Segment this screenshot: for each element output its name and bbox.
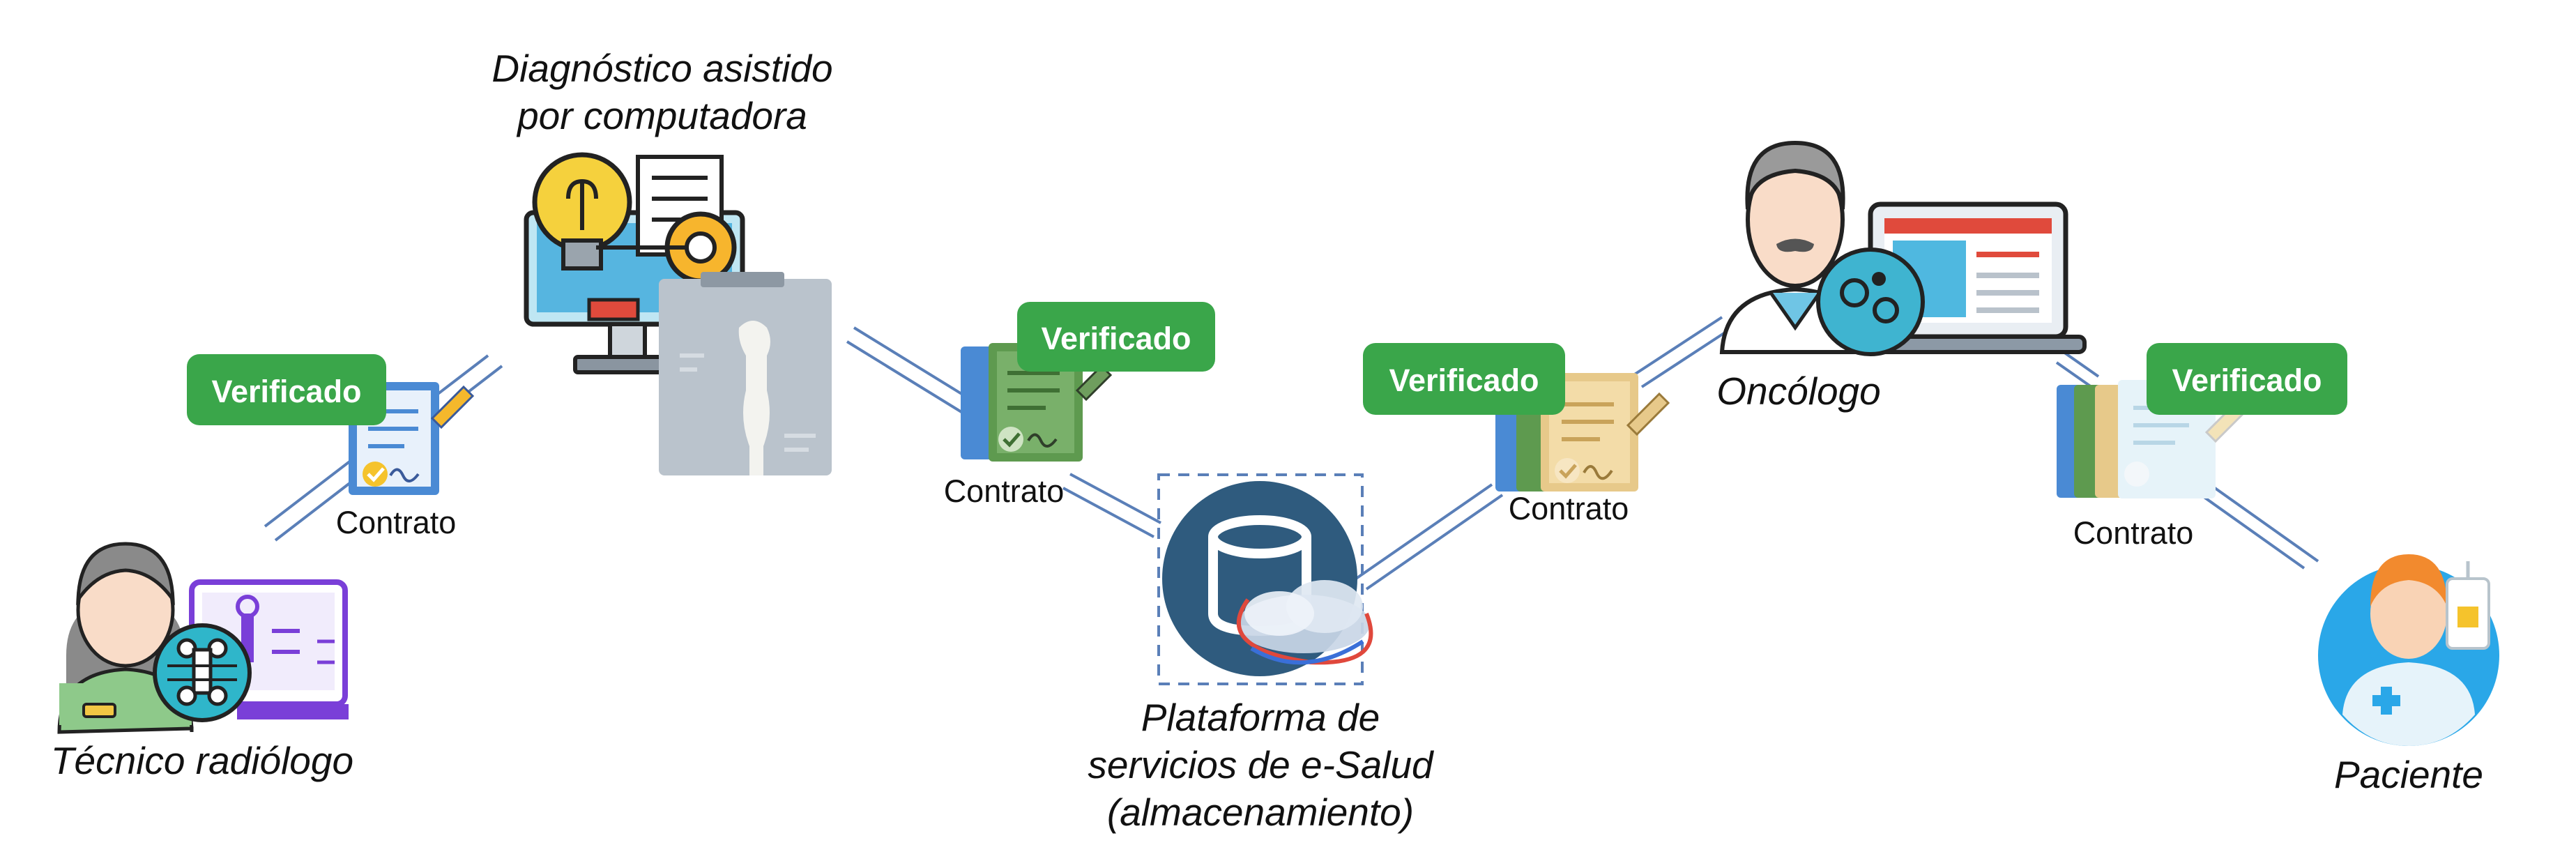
patient-icon	[2318, 554, 2499, 746]
svg-text:Verificado: Verificado	[1389, 363, 1539, 398]
connector-contrato3-oncologo	[1630, 316, 1734, 388]
connector-oncologo-contrato4	[2055, 351, 2100, 388]
contrato-label: Contrato	[1509, 491, 1629, 526]
contract-2: Verificado Contrato	[944, 302, 1215, 509]
oncologo-label: Oncólogo	[1716, 369, 1880, 413]
xray-film-icon	[659, 272, 832, 475]
connector-plataforma-contrato3	[1355, 483, 1504, 590]
cad-computer-icon	[524, 152, 745, 374]
plataforma-label-line3: (almacenamiento)	[1107, 791, 1414, 834]
svg-text:Verificado: Verificado	[1041, 321, 1191, 356]
contrato-label: Contrato	[2073, 515, 2194, 551]
contract-1: Verificado Contrato	[187, 354, 475, 540]
oncologist-icon	[1719, 140, 1925, 356]
contract-4: Verificado Contrato	[2057, 343, 2347, 551]
radiologist-icon	[57, 542, 349, 734]
plataforma-label-line1: Plataforma de	[1141, 696, 1380, 739]
connector-contrato2-plataforma	[1062, 473, 1161, 538]
diagnostico-label-line1: Diagnóstico asistido	[491, 47, 832, 90]
connectors	[264, 316, 2319, 590]
svg-text:Verificado: Verificado	[211, 374, 361, 409]
svg-text:Verificado: Verificado	[2172, 363, 2322, 398]
verificado-badge: Verificado	[1017, 302, 1215, 372]
diagnostico-label-line2: por computadora	[516, 94, 807, 137]
contract-3: Verificado Contrato	[1363, 343, 1670, 526]
database-cloud-icon	[1157, 473, 1373, 685]
connector-contrato4-paciente	[2202, 483, 2319, 570]
verificado-badge: Verificado	[2147, 343, 2347, 415]
tecnico-label: Técnico radiólogo	[51, 739, 353, 782]
plataforma-label-line2: servicios de e-Salud	[1088, 743, 1435, 786]
contrato-label: Contrato	[944, 473, 1065, 509]
verificado-badge: Verificado	[187, 354, 386, 425]
contrato-label: Contrato	[336, 505, 457, 540]
paciente-label: Paciente	[2334, 753, 2483, 796]
verificado-badge: Verificado	[1363, 343, 1565, 415]
